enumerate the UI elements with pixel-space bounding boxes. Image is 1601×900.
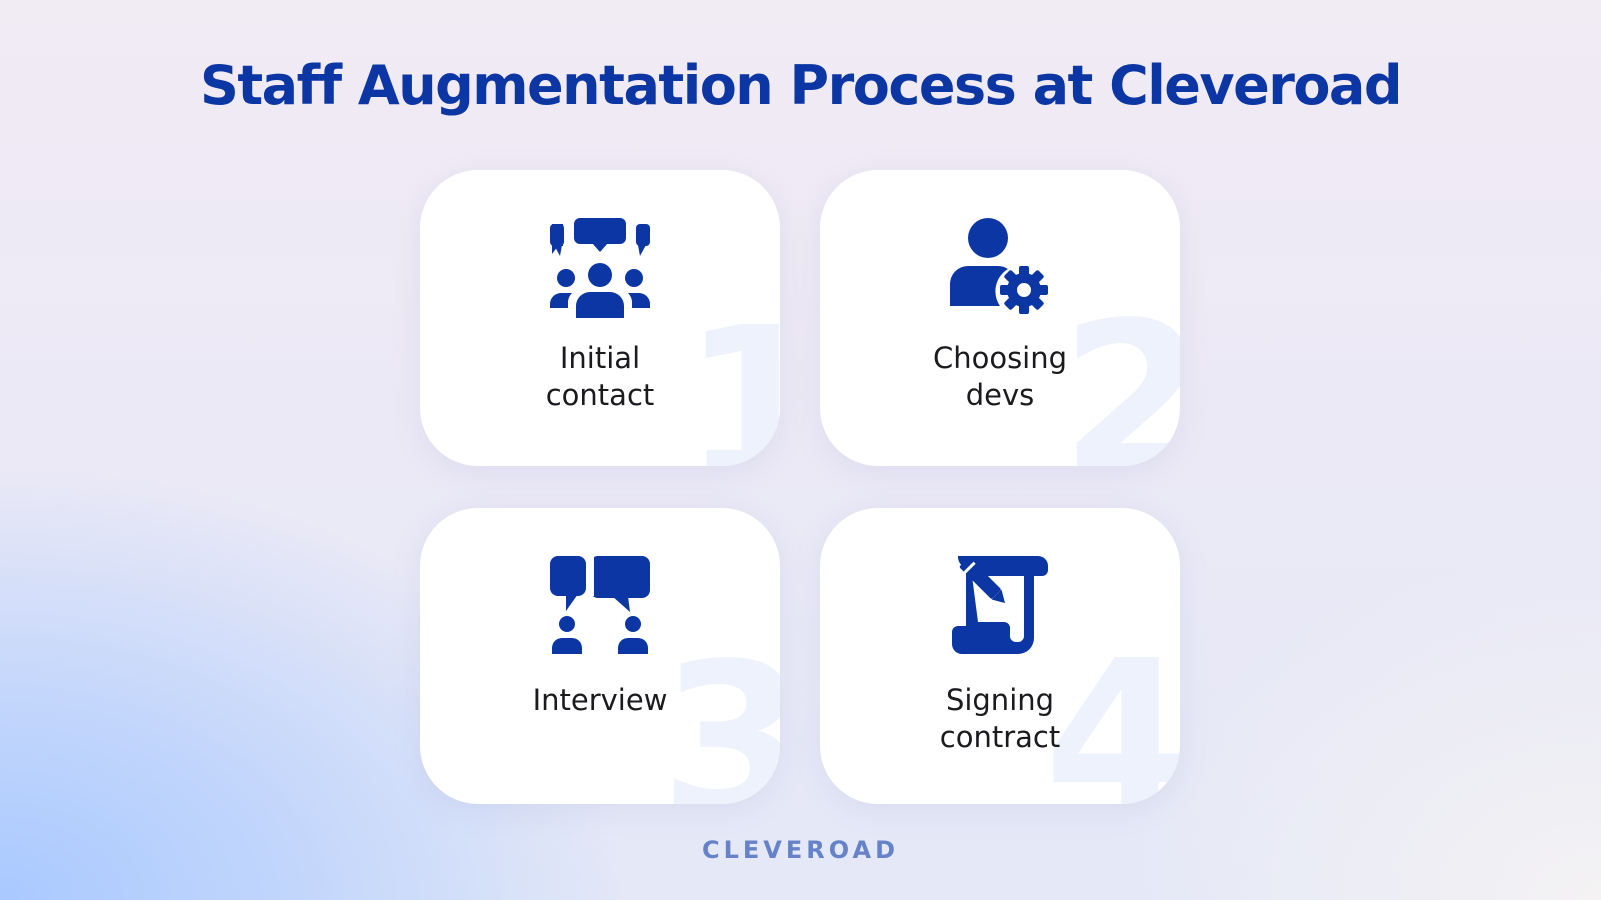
- step-number: 2: [1060, 277, 1180, 467]
- step-card-choosing-devs: 2 Choosing devs: [820, 170, 1180, 466]
- step-label: Choosing devs: [932, 341, 1068, 412]
- user-gear-icon: [950, 218, 1048, 314]
- group-chat-icon: [550, 218, 650, 318]
- two-people-talking-icon: [550, 556, 650, 654]
- signing-document-icon: [952, 556, 1048, 654]
- step-card-signing-contract: 4 Signing contract: [820, 508, 1180, 804]
- step-number: 4: [1044, 615, 1180, 805]
- step-card-interview: 3 Interview: [420, 508, 780, 804]
- step-label: Interview: [532, 683, 668, 717]
- step-number: 1: [682, 282, 780, 467]
- step-label: Initial contact: [545, 341, 655, 412]
- brand-logo: CLEVEROAD: [701, 836, 899, 864]
- step-label: Signing contract: [939, 683, 1061, 754]
- page-title: Staff Augmentation Process at Cleveroad: [199, 54, 1403, 117]
- step-number: 3: [660, 618, 780, 805]
- step-card-initial-contact: 1 Initial contact: [420, 170, 780, 466]
